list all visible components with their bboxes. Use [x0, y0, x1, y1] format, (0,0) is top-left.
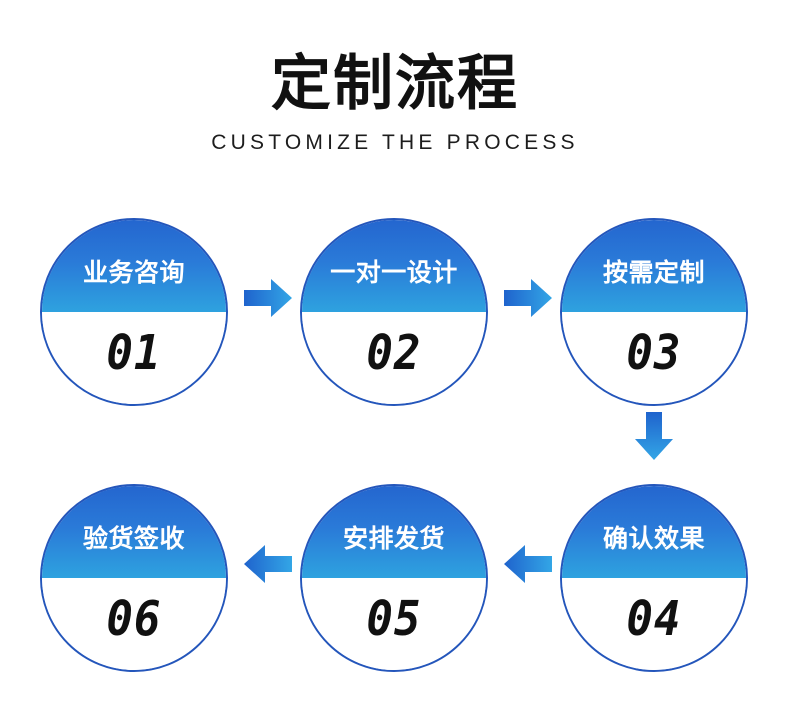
flow-step-05-header: 安排发货: [302, 486, 486, 578]
flow-step-03-body: 03: [562, 312, 746, 404]
header: 定制流程 CUSTOMIZE THE PROCESS: [0, 0, 790, 156]
arrow-left-icon: [504, 545, 552, 583]
flow-step-02[interactable]: 一对一设计 02: [300, 218, 488, 406]
arrow-right-icon: [504, 279, 552, 317]
flow-step-01-header: 业务咨询: [42, 220, 226, 312]
arrow-left-icon: [244, 545, 292, 583]
arrow-down-icon: [635, 412, 673, 460]
arrow-right-icon: [244, 279, 292, 317]
flow-step-03-label: 按需定制: [602, 258, 705, 287]
flow-step-05[interactable]: 安排发货 05: [300, 484, 488, 672]
page-subtitle: CUSTOMIZE THE PROCESS: [211, 131, 579, 154]
flow-step-03[interactable]: 按需定制 03: [560, 218, 748, 406]
flow-step-01-number: 01: [106, 325, 162, 381]
flow-step-02-number: 02: [366, 325, 422, 381]
flow-step-04-label: 确认效果: [602, 524, 705, 553]
flow-step-05-label: 安排发货: [342, 524, 445, 553]
flow-step-04-number: 04: [626, 591, 682, 647]
flow-step-04-body: 04: [562, 578, 746, 670]
flow-step-01-body: 01: [42, 312, 226, 404]
flow-step-06-header: 验货签收: [42, 486, 226, 578]
flow-step-03-header: 按需定制: [562, 220, 746, 312]
flow-step-06[interactable]: 验货签收 06: [40, 484, 228, 672]
flow-step-06-number: 06: [106, 591, 162, 647]
flow-step-01-label: 业务咨询: [82, 258, 185, 287]
flow-step-02-label: 一对一设计: [330, 258, 458, 287]
flow-step-03-number: 03: [626, 325, 682, 381]
page-title: 定制流程: [271, 49, 519, 119]
flow-step-01[interactable]: 业务咨询 01: [40, 218, 228, 406]
flow-step-06-label: 验货签收: [82, 524, 185, 553]
flow-step-02-body: 02: [302, 312, 486, 404]
flow-step-04[interactable]: 确认效果 04: [560, 484, 748, 672]
flow-step-05-number: 05: [366, 591, 422, 647]
flow-step-06-body: 06: [42, 578, 226, 670]
flow-step-05-body: 05: [302, 578, 486, 670]
flow-step-02-header: 一对一设计: [302, 220, 486, 312]
flow-step-04-header: 确认效果: [562, 486, 746, 578]
